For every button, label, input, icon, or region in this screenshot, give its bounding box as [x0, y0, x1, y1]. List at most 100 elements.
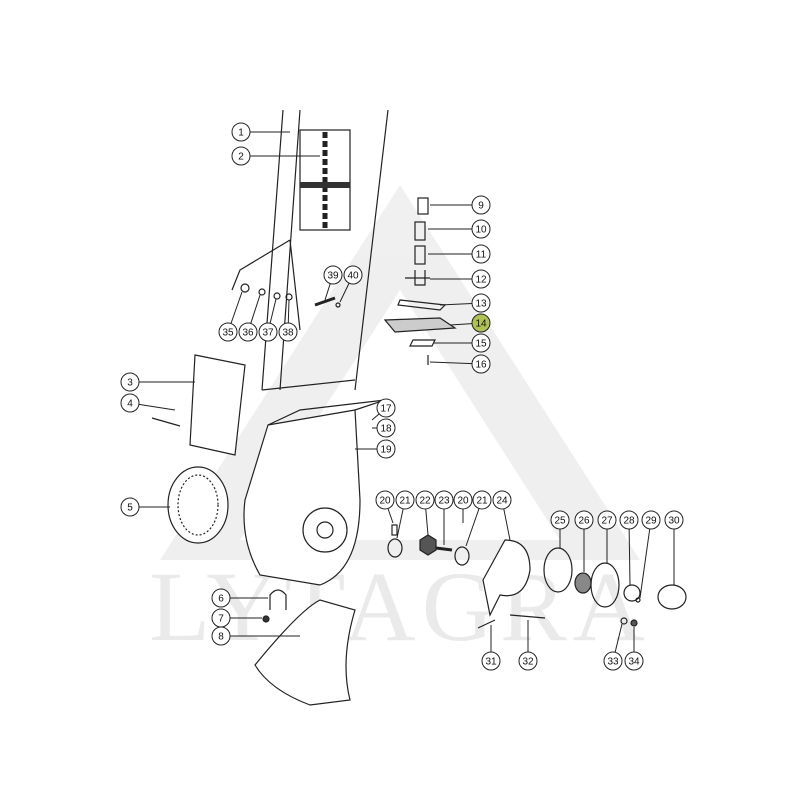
leader-line: [449, 323, 473, 326]
callout-number: 18: [380, 424, 392, 435]
callout-39[interactable]: 39: [323, 265, 343, 301]
callout-number: 32: [522, 657, 534, 668]
callout-24[interactable]: 24: [492, 490, 512, 541]
callout-19[interactable]: 19: [355, 439, 396, 459]
callout-33[interactable]: 33: [603, 623, 623, 671]
callout-30[interactable]: 30: [664, 510, 684, 585]
callout-number: 39: [327, 271, 339, 282]
callout-35[interactable]: 35: [218, 291, 243, 342]
callout-circle: [471, 219, 491, 239]
callout-number: 10: [475, 225, 487, 236]
nut: [262, 615, 270, 623]
leader-line: [425, 508, 429, 536]
callout-28[interactable]: 28: [619, 510, 639, 586]
leader-line: [230, 291, 243, 324]
callout-5[interactable]: 5: [120, 497, 170, 517]
callout-number: 40: [347, 271, 359, 282]
callout-circle: [375, 490, 395, 510]
part-10: [414, 221, 426, 241]
callout-number: 7: [218, 614, 224, 625]
part-27: [590, 562, 620, 608]
callout-34[interactable]: 34: [624, 627, 644, 671]
callout-21[interactable]: 21: [465, 490, 492, 547]
part-34: [630, 619, 638, 627]
callout-23[interactable]: 23: [434, 490, 454, 545]
callout-number: 16: [475, 360, 487, 371]
callout-17[interactable]: 17: [371, 398, 396, 421]
callout-circle: [120, 372, 140, 392]
callout-number: 20: [457, 496, 469, 507]
callout-2[interactable]: 2: [231, 146, 320, 166]
callout-25[interactable]: 25: [550, 510, 570, 548]
callout-circle: [278, 322, 298, 342]
callout-10[interactable]: 10: [428, 219, 491, 239]
part-35: [240, 283, 250, 293]
callout-31[interactable]: 31: [481, 625, 501, 671]
callout-3[interactable]: 3: [120, 372, 195, 392]
callout-14[interactable]: 14: [449, 313, 491, 333]
callout-15[interactable]: 15: [433, 333, 491, 353]
callout-12[interactable]: 12: [430, 269, 491, 289]
callout-number: 25: [554, 516, 566, 527]
callout-26[interactable]: 26: [574, 510, 594, 572]
leader-line: [339, 282, 350, 303]
callout-number: 2: [238, 152, 244, 163]
callout-22[interactable]: 22: [415, 490, 435, 536]
callout-9[interactable]: 9: [430, 195, 491, 215]
callout-number: 1: [238, 128, 244, 139]
callout-number: 14: [475, 319, 487, 330]
callout-7[interactable]: 7: [211, 608, 262, 628]
callout-number: 23: [438, 496, 450, 507]
leader-line: [503, 508, 511, 541]
callout-circle: [471, 333, 491, 353]
callout-37[interactable]: 37: [258, 298, 278, 342]
callout-13[interactable]: 13: [439, 293, 491, 313]
callout-number: 8: [218, 632, 224, 643]
part-28: [623, 584, 641, 602]
callout-number: 6: [218, 594, 224, 605]
leader-line: [250, 294, 261, 324]
cover-plate: [189, 354, 246, 456]
callout-27[interactable]: 27: [597, 510, 617, 563]
callout-11[interactable]: 11: [428, 244, 491, 264]
callout-29[interactable]: 29: [639, 510, 661, 599]
part-37: [273, 292, 281, 300]
callout-number: 11: [476, 250, 487, 261]
callout-number: 37: [262, 328, 274, 339]
callout-21[interactable]: 21: [395, 490, 415, 539]
parts-drawing: [151, 109, 687, 706]
callout-circle: [471, 195, 491, 215]
callout-number: 20: [379, 496, 391, 507]
part-13: [397, 299, 447, 311]
callout-36[interactable]: 36: [238, 294, 261, 342]
callout-32[interactable]: 32: [518, 620, 538, 671]
callout-number: 19: [380, 445, 392, 456]
callout-circle: [376, 418, 396, 438]
callout-18[interactable]: 18: [372, 418, 396, 438]
part-36: [258, 288, 266, 296]
callout-38[interactable]: 38: [278, 299, 298, 342]
callout-circle: [323, 265, 343, 285]
callout-4[interactable]: 4: [120, 393, 176, 413]
callout-number: 33: [607, 657, 619, 668]
callout-number: 13: [475, 299, 487, 310]
callout-20[interactable]: 20: [375, 490, 395, 524]
callout-1[interactable]: 1: [231, 122, 290, 142]
callout-20[interactable]: 20: [453, 490, 473, 523]
callout-number: 36: [242, 328, 254, 339]
part-30: [657, 584, 687, 610]
leader-line: [614, 623, 623, 653]
callout-circle: [597, 510, 617, 530]
callout-16[interactable]: 16: [429, 354, 491, 374]
callout-6[interactable]: 6: [211, 588, 268, 608]
part-33: [620, 617, 628, 625]
callout-8[interactable]: 8: [211, 626, 300, 646]
callout-40[interactable]: 40: [339, 265, 363, 303]
callout-circle: [603, 651, 623, 671]
callout-circle: [120, 393, 140, 413]
callout-circle: [619, 510, 639, 530]
leader-line: [628, 528, 631, 586]
callout-circle: [395, 490, 415, 510]
